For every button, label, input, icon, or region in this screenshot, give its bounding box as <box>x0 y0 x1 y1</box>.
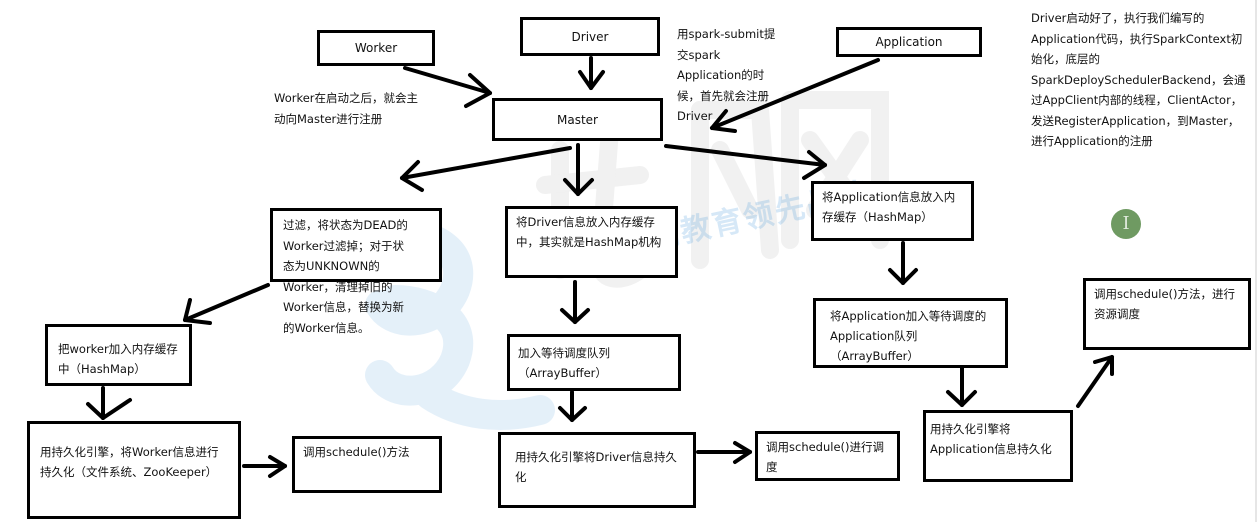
app-queue-text: 将Application加入等待调度的Application队列（ArrayBu… <box>830 309 987 363</box>
app-schedule-text: 调用schedule()方法，进行资源调度 <box>1094 287 1236 321</box>
driver-node: Driver <box>520 17 660 56</box>
arrow-app-persist-to-schedule <box>1076 355 1114 408</box>
app-hashmap-box: 将Application信息放入内存缓存（HashMap） <box>811 181 974 241</box>
app-persist-box: 用持久化引擎将Application信息持久化 <box>923 410 1073 482</box>
application-register-note: Driver启动好了，执行我们编写的Application代码，执行SparkC… <box>1031 11 1246 148</box>
worker-node: Worker <box>317 30 435 66</box>
driver-schedule-text: 调用schedule()进行调度 <box>766 440 885 474</box>
arrow-application-to-master <box>710 58 880 130</box>
driver-queue-text: 加入等待调度队列（ArrayBuffer） <box>518 346 610 380</box>
right-edge-divider <box>1255 0 1257 522</box>
worker-hashmap-text: 把worker加入内存缓存中（HashMap） <box>58 342 178 376</box>
worker-schedule-box: 调用schedule()方法 <box>292 436 442 493</box>
master-node: Master <box>492 98 663 141</box>
app-hashmap-text: 将Application信息放入内存缓存（HashMap） <box>822 190 956 224</box>
app-queue-box: 将Application加入等待调度的Application队列（ArrayBu… <box>813 298 1008 368</box>
worker-node-label: Worker <box>354 41 398 55</box>
arrow-master-to-app-hashmap <box>664 144 827 167</box>
arrow-master-to-filter <box>400 146 572 180</box>
filter-workers-box: 过滤，将状态为DEAD的Worker过滤掉；对于状态为UNKNOWN的Worke… <box>270 208 442 335</box>
driver-node-label: Driver <box>571 29 609 44</box>
worker-hashmap-box: 把worker加入内存缓存中（HashMap） <box>45 324 192 386</box>
worker-schedule-text: 调用schedule()方法 <box>303 445 410 459</box>
application-node-label: Application <box>875 35 943 49</box>
driver-register-note: 用spark-submit提交spark Application的时候，首先就会… <box>677 27 776 123</box>
master-node-label: Master <box>557 112 598 127</box>
driver-schedule-box: 调用schedule()进行调度 <box>755 431 900 481</box>
driver-hashmap-text: 将Driver信息放入内存缓存中，其实就是HashMap机构 <box>516 215 662 249</box>
app-schedule-box: 调用schedule()方法，进行资源调度 <box>1083 278 1251 350</box>
text-cursor-icon: I <box>1111 209 1141 239</box>
driver-hashmap-box: 将Driver信息放入内存缓存中，其实就是HashMap机构 <box>505 206 678 278</box>
driver-persist-text: 用持久化引擎将Driver信息持久化 <box>515 450 677 484</box>
driver-queue-box: 加入等待调度队列（ArrayBuffer） <box>507 334 681 391</box>
worker-persist-text: 用持久化引擎，将Worker信息进行持久化（文件系统、ZooKeeper） <box>40 445 219 479</box>
filter-workers-text: 过滤，将状态为DEAD的Worker过滤掉；对于状态为UNKNOWN的Worke… <box>283 218 408 335</box>
application-node: Application <box>836 27 982 57</box>
app-persist-text: 用持久化引擎将Application信息持久化 <box>930 422 1052 456</box>
arrow-worker-to-master <box>403 66 492 95</box>
worker-register-note: Worker在启动之后，就会主动向Master进行注册 <box>274 91 419 126</box>
worker-persist-box: 用持久化引擎，将Worker信息进行持久化（文件系统、ZooKeeper） <box>27 421 241 519</box>
arrow-filter-to-worker-hashmap <box>183 283 270 322</box>
driver-persist-box: 用持久化引擎将Driver信息持久化 <box>498 432 696 508</box>
